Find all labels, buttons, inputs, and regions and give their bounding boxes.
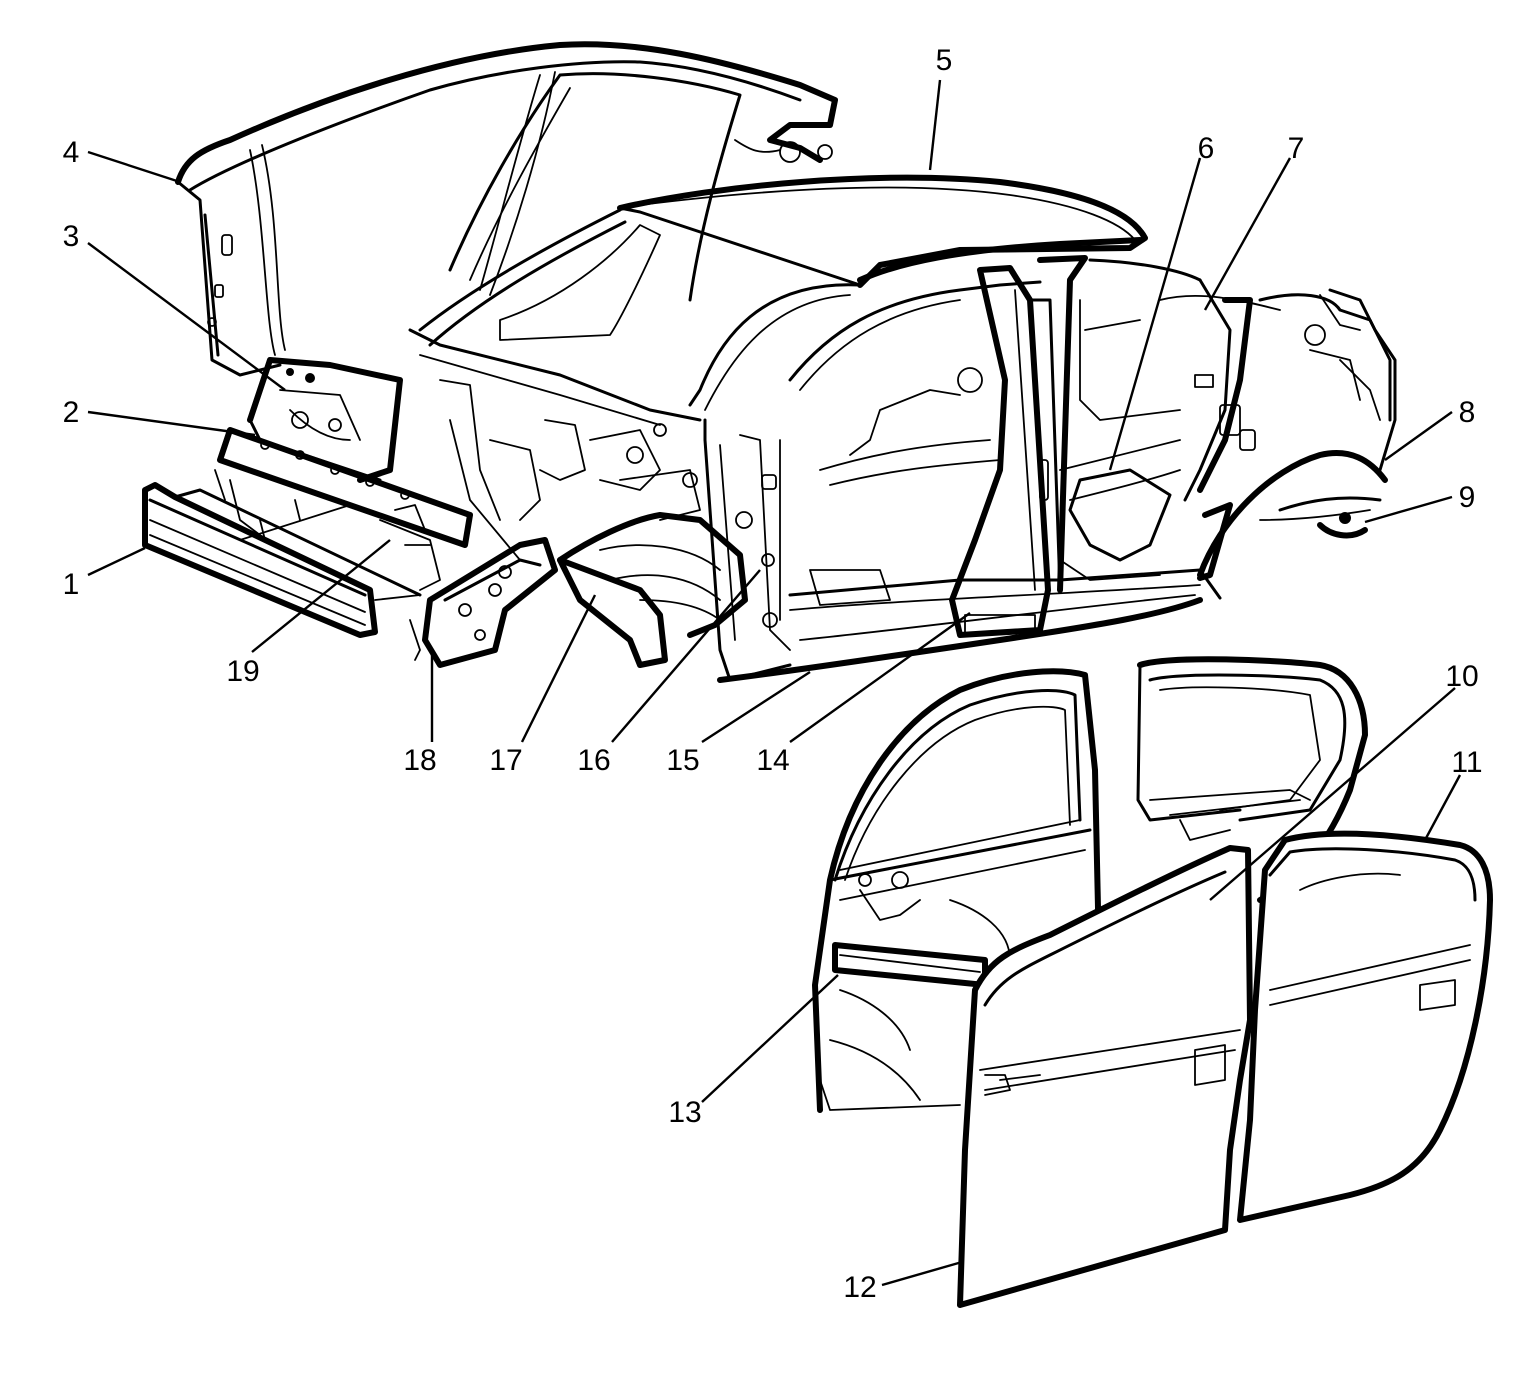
leader-line-3 <box>87 242 286 391</box>
callout-14: 14 <box>756 744 789 777</box>
leader-line-15 <box>701 670 811 744</box>
detail-accents <box>286 368 1368 539</box>
callout-6: 6 <box>1198 132 1215 165</box>
leader-line-16 <box>611 569 761 743</box>
leader-line-10 <box>1209 687 1456 901</box>
callout-13: 13 <box>668 1096 701 1129</box>
roof-panel <box>617 174 1148 288</box>
front-door-inner-panel <box>812 668 1103 1113</box>
callout-5: 5 <box>936 44 953 77</box>
leader-line-7 <box>1203 157 1292 311</box>
leader-line-17 <box>520 594 597 743</box>
leader-line-12 <box>881 1260 963 1287</box>
callout-12: 12 <box>843 1271 876 1304</box>
leader-line-4 <box>87 150 181 184</box>
leader-line-8 <box>1384 411 1453 461</box>
leader-line-9 <box>1364 495 1453 524</box>
callout-3: 3 <box>63 220 80 253</box>
callout-labels: 1 2 3 4 5 6 7 8 9 10 11 12 13 14 15 16 1… <box>63 44 1483 1304</box>
leader-line-2 <box>87 410 256 437</box>
callout-15: 15 <box>666 744 699 777</box>
leader-line-1 <box>87 546 146 577</box>
callout-17: 17 <box>489 744 522 777</box>
front-structure <box>142 328 748 668</box>
leader-line-6 <box>1108 157 1202 471</box>
leader-line-19 <box>251 539 391 653</box>
leader-line-14 <box>789 612 971 743</box>
body-side-outer-panel <box>175 41 838 377</box>
callout-16: 16 <box>577 744 610 777</box>
callout-1: 1 <box>63 568 80 601</box>
callout-19: 19 <box>226 655 259 688</box>
center-body-structure <box>418 208 1397 683</box>
callout-9: 9 <box>1459 481 1476 514</box>
rear-door-outer-panel <box>1237 830 1493 1223</box>
front-door-outer-panel <box>957 845 1253 1308</box>
callout-10: 10 <box>1445 660 1478 693</box>
callout-4: 4 <box>63 136 80 169</box>
leader-line-13 <box>701 974 839 1103</box>
leader-line-11 <box>1423 774 1462 841</box>
callout-11: 11 <box>1451 746 1482 779</box>
callout-8: 8 <box>1459 396 1476 429</box>
callout-7: 7 <box>1288 132 1305 165</box>
callout-18: 18 <box>403 744 436 777</box>
leader-line-5 <box>928 79 942 171</box>
callout-2: 2 <box>63 396 80 429</box>
leader-lines <box>87 79 1462 1287</box>
